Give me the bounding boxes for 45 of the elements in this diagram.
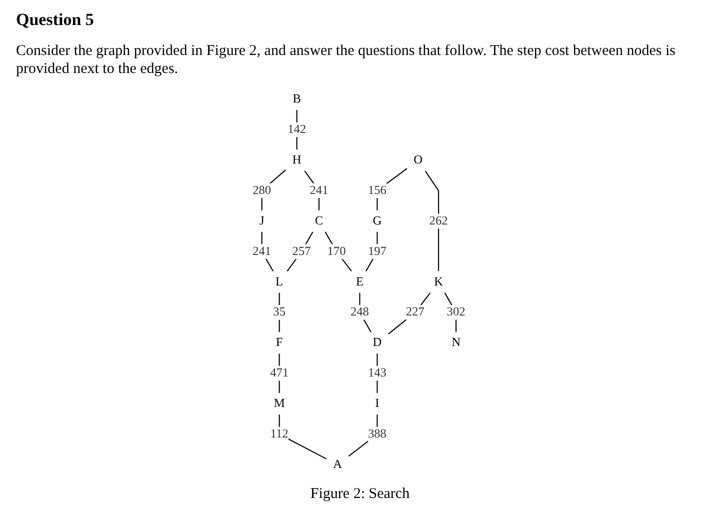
edge-label: 143 xyxy=(368,366,387,380)
node-text: G xyxy=(372,214,382,228)
edge-label: 262 xyxy=(429,214,448,228)
connector xyxy=(425,170,440,272)
connector xyxy=(348,414,378,457)
edge-label: 156 xyxy=(368,184,387,198)
node-text: B xyxy=(292,92,302,106)
node-text: H xyxy=(292,154,302,167)
edge-label: 388 xyxy=(368,428,387,441)
question-heading: Question 5 xyxy=(16,10,95,30)
connector xyxy=(304,170,320,210)
node-text: L xyxy=(276,275,284,289)
node-text: J xyxy=(260,214,264,228)
node-text: C xyxy=(315,214,324,228)
graph-drawing: 142 280 241 156 262 241 257 170 197 35 248 227 302 471 143 112 388 B H O J C G L E K F D N M I A xyxy=(246,82,474,482)
node-text: K xyxy=(434,275,444,289)
node-text: I xyxy=(375,397,380,410)
edge-label: 280 xyxy=(252,184,272,198)
node-text: E xyxy=(356,275,364,289)
node-text: A xyxy=(333,458,342,472)
edge-label: 248 xyxy=(350,306,370,320)
edge-label: 302 xyxy=(446,306,466,320)
node-text: O xyxy=(414,154,423,167)
node-text: M xyxy=(274,397,285,410)
edge-label: 471 xyxy=(270,366,289,380)
node-text: D xyxy=(372,336,382,350)
connector xyxy=(388,292,431,334)
instruction-text: Consider the graph provided in Figure 2, and answer the questions that follow. The step cost between nodes is provided next to the edges. xyxy=(16,42,676,78)
edge-label: 170 xyxy=(327,244,346,258)
edge-label: 142 xyxy=(288,123,306,136)
edge-label: 241 xyxy=(310,184,328,198)
figure-caption: Figure 2: Search xyxy=(309,486,411,503)
connector xyxy=(278,292,280,332)
edge-label: 257 xyxy=(292,244,311,258)
node-text: N xyxy=(452,336,461,350)
edge-label: 197 xyxy=(368,244,387,258)
connector xyxy=(286,232,314,272)
edge-label: 35 xyxy=(273,306,286,320)
edge-label: 112 xyxy=(270,428,289,441)
edge-label: 241 xyxy=(252,244,272,258)
connector xyxy=(444,292,457,332)
connector xyxy=(366,232,378,272)
connector xyxy=(324,232,352,272)
node-text: F xyxy=(276,336,283,350)
edge-label: 227 xyxy=(406,306,425,320)
